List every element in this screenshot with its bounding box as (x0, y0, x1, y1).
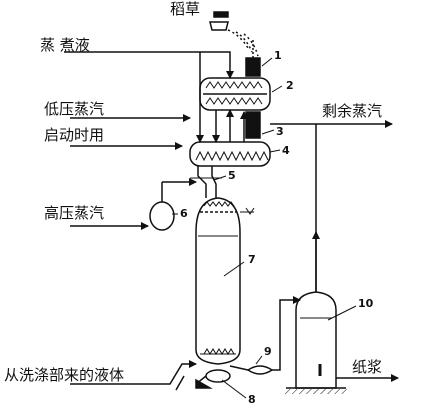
callout-6: 6 (180, 207, 188, 220)
straw-hopper (209, 11, 259, 57)
callout-10: 10 (358, 297, 374, 310)
pump-9 (246, 365, 274, 375)
callout-1: 1 (274, 49, 282, 62)
label-high-pressure-steam: 高压蒸汽 (44, 204, 105, 222)
callout-8: 8 (248, 393, 256, 406)
digester-tube-4 (189, 141, 271, 167)
label-low-pressure-steam: 低压蒸汽 (44, 100, 105, 118)
feeder-1 (245, 40, 261, 77)
pulp-tank-10 (286, 291, 346, 389)
callout-2: 2 (286, 79, 294, 92)
label-startup-use: 启动时用 (44, 126, 105, 144)
label-pulp: 纸浆 (352, 358, 383, 376)
screw-feeder-3 (245, 111, 261, 139)
steam-vessel-6 (70, 178, 197, 231)
blow-tank-7 (195, 197, 255, 365)
label-cooking-liquor: 蒸 煮液 (40, 36, 90, 54)
label-liquid-from-washing: 从洗涤部来的液体 (4, 366, 125, 384)
callout-7: 7 (248, 253, 256, 266)
label-straw: 稻草 (170, 0, 201, 18)
callout-4: 4 (282, 144, 290, 157)
label-surplus-steam: 剩余蒸汽 (322, 102, 383, 120)
pump-8 (195, 369, 231, 389)
callout-9: 9 (264, 345, 272, 358)
callout-3: 3 (276, 125, 284, 138)
pre-steamer-2 (199, 77, 271, 111)
callout-5: 5 (228, 169, 236, 182)
